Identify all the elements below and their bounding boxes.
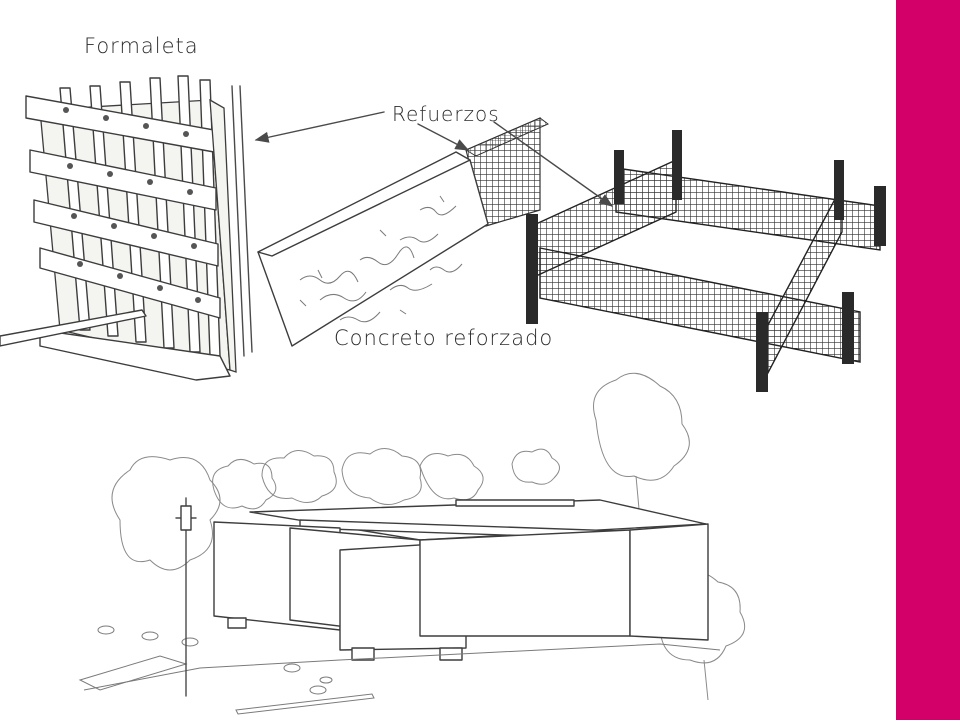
concrete-beam-illustration — [257, 117, 549, 347]
concrete-texture — [299, 195, 463, 323]
arrow-to-cage — [417, 123, 470, 151]
label-concreto-reforzado: Concreto reforzado — [334, 326, 554, 350]
accent-side-bar — [896, 0, 960, 720]
tie-bolts — [63, 107, 201, 303]
trees — [111, 372, 746, 701]
arrow-to-formwork — [254, 111, 385, 143]
column-post — [526, 214, 538, 324]
label-formaleta: Formaleta — [84, 34, 199, 58]
arrow-to-grid — [493, 121, 614, 207]
label-refuerzos: Refuerzos — [392, 102, 500, 126]
rebar-grid-illustration — [526, 130, 886, 392]
cross-marker — [175, 497, 197, 697]
building-sketch — [78, 372, 746, 715]
stepping-stones — [97, 625, 333, 695]
formwork-illustration — [0, 75, 253, 381]
horizontal-walers — [25, 95, 221, 319]
pointer-arrows — [254, 111, 614, 207]
